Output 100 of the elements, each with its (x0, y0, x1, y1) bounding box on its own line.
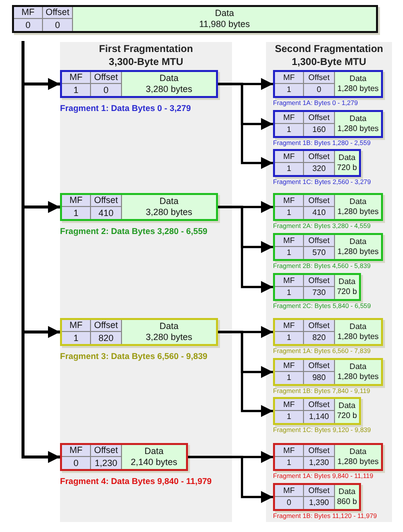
panel-heading: Second Fragmentation 1,300-Byte MTU (274, 44, 384, 69)
field-value: 860 b (336, 497, 358, 507)
packet-box (273, 70, 383, 98)
field-value: 0 (14, 19, 43, 31)
field-name: Data (159, 196, 178, 207)
field-value: 720 b (336, 411, 358, 421)
field-value: 3,280 bytes (146, 207, 192, 218)
arrow (218, 206, 273, 293)
packet-box (273, 397, 361, 425)
field-name: Data (338, 153, 356, 163)
field-value: 1 (275, 411, 304, 423)
packet-box (273, 318, 383, 346)
field-value: 1,280 bytes (337, 457, 379, 467)
field-value: 2,140 bytes (130, 457, 178, 468)
field-value: 3,280 bytes (146, 84, 192, 96)
packet-box (273, 233, 383, 261)
panel-heading: First Fragmentation 3,300-Byte MTU (98, 44, 194, 69)
field-value: 320 (304, 163, 335, 175)
field-value: 1 (62, 332, 91, 344)
field-value: 1,280 bytes (337, 247, 379, 257)
field-value: 1,280 bytes (337, 84, 379, 94)
field-name: Data (214, 8, 234, 19)
field-name: Data (350, 74, 366, 84)
field-value: 1 (275, 457, 304, 469)
field-name: MF (275, 485, 304, 497)
field-value: 1 (275, 287, 304, 299)
field-value: 0 (304, 84, 335, 96)
field-value: 11,980 bytes (199, 19, 250, 30)
field-value: 1,280 bytes (337, 207, 379, 217)
field-value: 1 (275, 247, 304, 259)
field-value: 1 (275, 163, 304, 175)
field-name: MF (275, 320, 304, 332)
field-value: 820 (304, 332, 335, 344)
field-name: MF (275, 360, 304, 372)
field-value: 1,140 (304, 411, 335, 423)
field-name: MF (275, 445, 304, 457)
packet-box (273, 358, 383, 386)
field-name: Data (338, 277, 356, 287)
field-name: MF (275, 399, 304, 411)
arrow (218, 330, 273, 417)
field-value: 0 (91, 84, 122, 96)
field-value: 1,230 (304, 457, 335, 469)
field-value: 570 (304, 247, 335, 259)
arrow (218, 82, 273, 169)
packet-box (60, 70, 218, 98)
packet-box (273, 193, 383, 221)
field-value: 1,230 (91, 457, 122, 469)
field-value: 410 (304, 207, 335, 219)
field-value: 160 (304, 124, 335, 136)
field-name: Data (338, 401, 356, 411)
fragment-caption: Fragment 3: Data Bytes 6,560 - 9,839 (60, 352, 208, 360)
field-name: Data (144, 446, 164, 457)
packet-box (273, 483, 361, 511)
field-value: 1,280 bytes (337, 124, 379, 134)
packet-box (12, 5, 378, 33)
field-name: MF (275, 112, 304, 124)
field-name: MF (62, 195, 91, 207)
field-name: Data (159, 320, 178, 332)
field-name: Data (350, 322, 366, 332)
field-value: 0 (62, 457, 91, 469)
field-value: 820 (91, 332, 122, 344)
field-name: Data (350, 197, 366, 207)
field-name: MF (275, 235, 304, 247)
stage-panel (266, 42, 392, 522)
field-name: MF (62, 320, 91, 332)
packet-box (60, 193, 218, 221)
field-value: 1 (275, 84, 304, 96)
arrow (22, 41, 60, 463)
field-value: 1,280 bytes (337, 332, 379, 342)
field-name: MF (62, 445, 91, 457)
field-name: MF (275, 195, 304, 207)
field-value: 1 (275, 332, 304, 344)
field-name: Data (159, 72, 178, 84)
field-value: 1 (275, 124, 304, 136)
field-value: 1 (62, 207, 91, 219)
field-value: 1 (275, 207, 304, 219)
field-value: 1,280 bytes (337, 372, 379, 382)
field-value: 1 (62, 84, 91, 96)
packet-box (273, 149, 361, 177)
field-value: 1,390 (304, 497, 335, 509)
packet-box (273, 110, 383, 138)
field-value: 0 (275, 497, 304, 509)
field-name: Data (338, 487, 356, 497)
field-name: Data (350, 114, 366, 124)
fragment-caption: Fragment 1: Data Bytes 0 - 3,279 (60, 104, 191, 112)
field-name: MF (275, 275, 304, 287)
field-name: MF (275, 72, 304, 84)
fragment-caption: Fragment 2: Data Bytes 3,280 - 6,559 (60, 227, 208, 236)
field-value: 3,280 bytes (146, 332, 192, 344)
fragment-caption: Fragment 4: Data Bytes 9,840 - 11,979 (60, 477, 212, 486)
field-value: 410 (91, 207, 122, 219)
packet-box (60, 443, 188, 471)
field-value: 720 b (336, 163, 358, 173)
field-value: 730 (304, 287, 335, 299)
field-value: 0 (43, 19, 73, 31)
field-name: MF (62, 72, 91, 84)
field-value: 1 (275, 372, 304, 384)
field-name: Data (350, 447, 366, 457)
field-name: MF (275, 151, 304, 163)
field-value: 720 b (336, 287, 358, 297)
